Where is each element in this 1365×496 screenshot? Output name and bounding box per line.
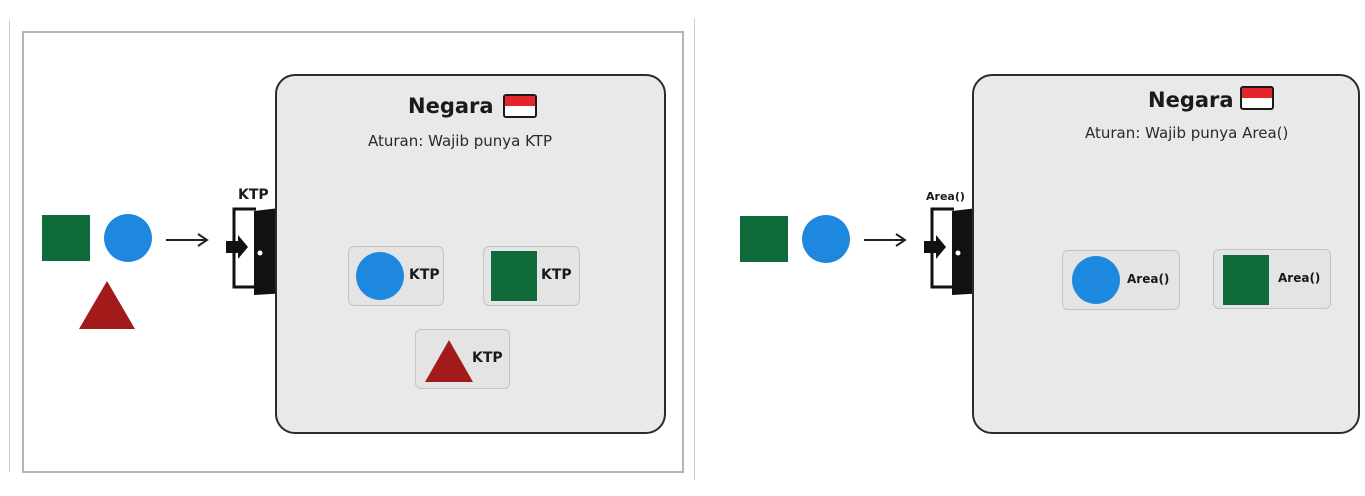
outside-square xyxy=(740,216,788,262)
indonesia-flag-icon xyxy=(503,94,537,118)
card-circle: KTP xyxy=(348,246,444,306)
door-label: KTP xyxy=(238,187,269,203)
card-circle-label: Area() xyxy=(1127,272,1170,286)
rule-text: Aturan: Wajib punya Area() xyxy=(1085,124,1289,142)
country-title: Negara xyxy=(1148,88,1234,112)
rule-text: Aturan: Wajib punya KTP xyxy=(368,132,553,150)
card-circle-shape xyxy=(1072,256,1120,304)
card-triangle-shape xyxy=(425,340,473,382)
card-square-label: Area() xyxy=(1278,271,1321,285)
card-circle-label: KTP xyxy=(409,267,440,283)
panel-divider xyxy=(694,18,695,480)
arrow-to-door xyxy=(166,233,209,247)
outside-circle xyxy=(802,215,850,263)
outside-circle xyxy=(104,214,152,262)
card-square-shape xyxy=(1223,255,1269,305)
card-triangle: KTP xyxy=(415,329,510,389)
indonesia-flag-icon xyxy=(1240,86,1274,110)
card-circle: Area() xyxy=(1062,250,1180,310)
arrow-to-door xyxy=(864,233,907,247)
card-circle-shape xyxy=(356,252,404,300)
outside-triangle xyxy=(79,281,135,329)
outside-square xyxy=(42,215,90,261)
card-square: Area() xyxy=(1213,249,1331,309)
left-rule xyxy=(9,20,10,472)
country-title: Negara xyxy=(408,94,494,118)
card-square: KTP xyxy=(483,246,580,306)
door-label: Area() xyxy=(926,190,965,203)
card-square-shape xyxy=(491,251,537,301)
card-square-label: KTP xyxy=(541,267,572,283)
card-triangle-label: KTP xyxy=(472,350,503,366)
